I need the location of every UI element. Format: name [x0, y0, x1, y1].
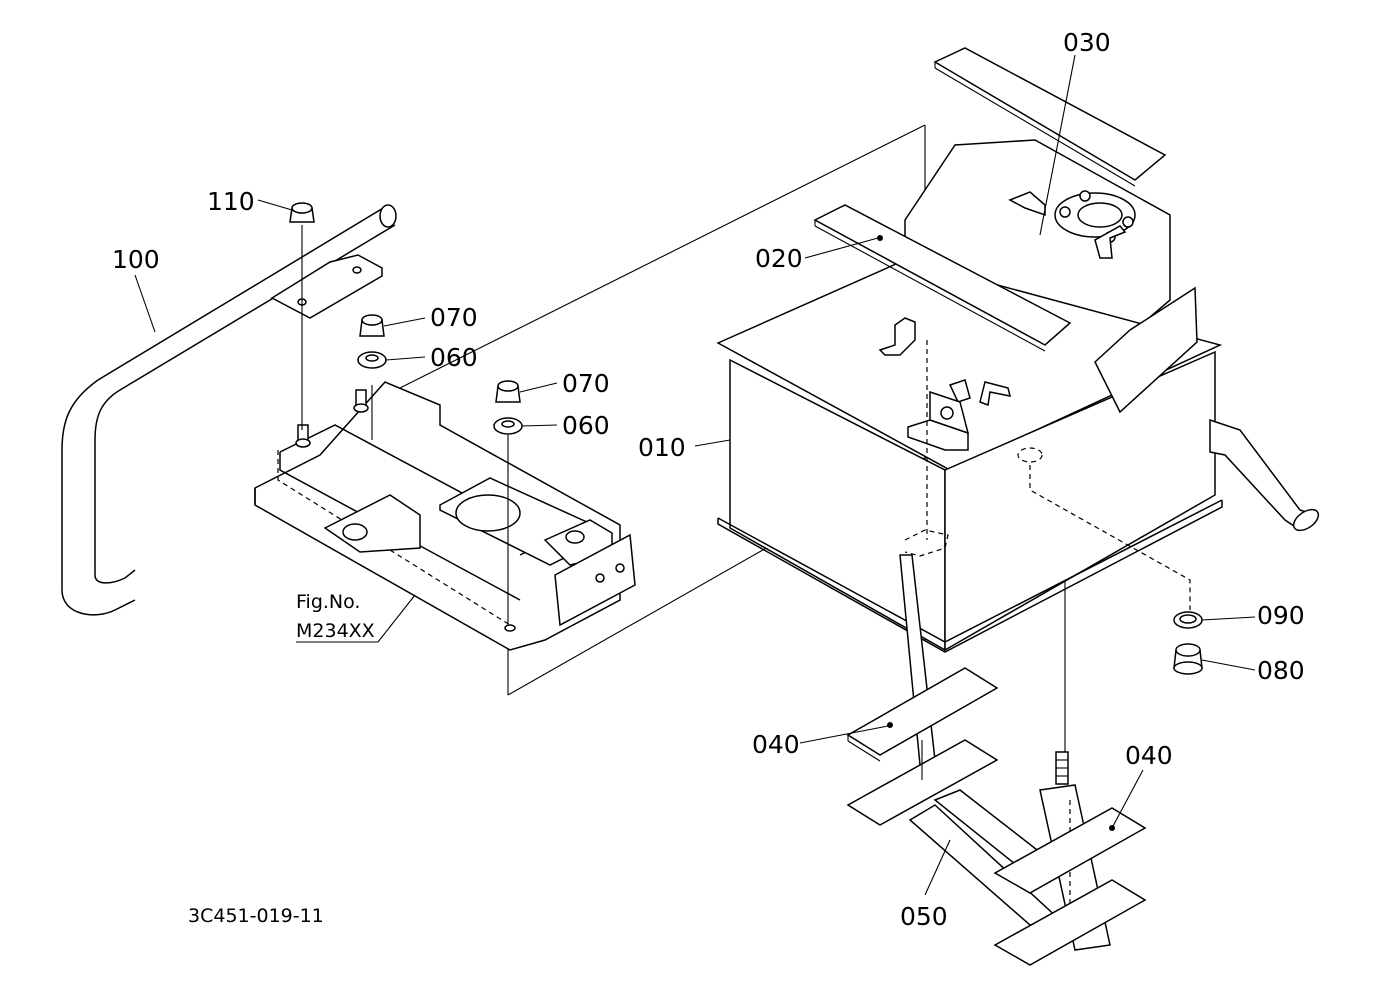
- drawing-number: 3C451-019-11: [188, 905, 324, 927]
- label-070-a: 070: [430, 303, 478, 332]
- label-080: 080: [1257, 656, 1305, 685]
- part-090-washer: [1173, 611, 1203, 629]
- part-080-plug: [1173, 643, 1203, 675]
- label-040-b: 040: [1125, 741, 1173, 770]
- label-110: 110: [207, 187, 255, 216]
- part-060-washer-b: [493, 417, 523, 435]
- part-070-nut-a: [359, 314, 385, 337]
- label-090: 090: [1257, 601, 1305, 630]
- reference-fig-no: Fig.No.: [296, 591, 360, 613]
- part-060-washer-a: [357, 351, 387, 369]
- part-100-pipe: [61, 204, 397, 616]
- label-030: 030: [1063, 28, 1111, 57]
- part-020-pad: [813, 204, 1072, 352]
- label-060-a: 060: [430, 343, 478, 372]
- part-010-fuel-tank: [716, 139, 1320, 653]
- label-070-b: 070: [562, 369, 610, 398]
- label-040-a: 040: [752, 730, 800, 759]
- part-110-nut: [289, 202, 315, 223]
- part-070-nut-b: [495, 380, 521, 403]
- label-050: 050: [900, 902, 948, 931]
- reference-fig-code: M234XX: [296, 620, 375, 642]
- label-020: 020: [755, 244, 803, 273]
- part-labels: 030 020 010 110 100 070 060 070 060 040 …: [112, 28, 1305, 931]
- label-010: 010: [638, 433, 686, 462]
- part-040-pads: [846, 667, 1147, 966]
- frame-assembly: [254, 381, 636, 651]
- label-060-b: 060: [562, 411, 610, 440]
- part-030-pad: [933, 47, 1167, 187]
- leader-lines: [134, 54, 1256, 896]
- label-100: 100: [112, 245, 160, 274]
